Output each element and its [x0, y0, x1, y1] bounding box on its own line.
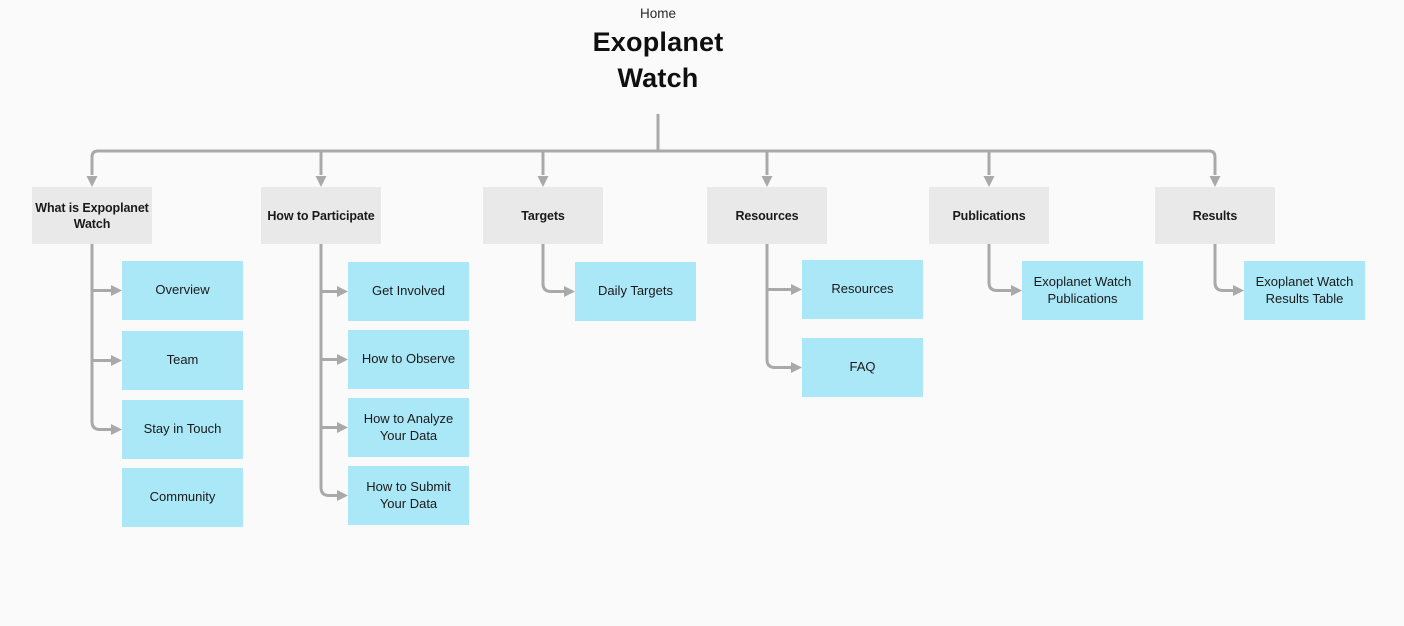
node-stay-in-touch[interactable]: Stay in Touch	[122, 400, 243, 459]
arrow-down-icon	[86, 176, 98, 187]
branch-connector-targets	[541, 244, 575, 297]
node-exoplanet-watch-results-table[interactable]: Exoplanet Watch Results Table	[1244, 261, 1365, 320]
trunk-connector	[86, 149, 1221, 187]
node-how-to-submit-your-data[interactable]: How to Submit Your Data	[348, 466, 469, 525]
node-results[interactable]: Results	[1155, 187, 1275, 244]
node-resources-page[interactable]: Resources	[802, 260, 923, 319]
arrow-right-icon	[791, 362, 802, 373]
arrow-down-icon	[537, 176, 549, 187]
node-get-involved[interactable]: Get Involved	[348, 262, 469, 321]
node-community[interactable]: Community	[122, 468, 243, 527]
arrow-down-icon	[983, 176, 995, 187]
node-targets[interactable]: Targets	[483, 187, 603, 244]
node-how-to-participate[interactable]: How to Participate	[261, 187, 381, 244]
arrow-right-icon	[1011, 285, 1022, 296]
arrow-right-icon	[337, 354, 348, 365]
branch-connector-results	[1213, 244, 1244, 296]
node-overview[interactable]: Overview	[122, 261, 243, 320]
node-home[interactable]: Home Exoplanet Watch	[593, 6, 724, 96]
node-faq[interactable]: FAQ	[802, 338, 923, 397]
arrow-right-icon	[1233, 285, 1244, 296]
home-breadcrumb: Home	[639, 6, 677, 21]
page-title: Exoplanet Watch	[593, 24, 724, 96]
node-exoplanet-watch-publications[interactable]: Exoplanet Watch Publications	[1022, 261, 1143, 320]
arrow-right-icon	[111, 424, 122, 435]
page-title-line-1: Exoplanet	[592, 27, 724, 57]
arrow-down-icon	[761, 176, 773, 187]
page-title-line-2: Watch	[617, 63, 699, 93]
arrow-right-icon	[111, 355, 122, 366]
node-publications[interactable]: Publications	[929, 187, 1049, 244]
arrow-right-icon	[337, 286, 348, 297]
arrow-right-icon	[337, 422, 348, 433]
arrow-right-icon	[337, 490, 348, 501]
branch-connector-resources	[765, 244, 802, 373]
node-daily-targets[interactable]: Daily Targets	[575, 262, 696, 321]
arrow-down-icon	[1209, 176, 1221, 187]
branch-connector-what-is-expoplanet-watch	[90, 244, 122, 435]
arrow-right-icon	[111, 285, 122, 296]
node-how-to-analyze-your-data[interactable]: How to Analyze Your Data	[348, 398, 469, 457]
branch-connector-how-to-participate	[319, 244, 348, 501]
arrow-right-icon	[791, 284, 802, 295]
node-what-is-expoplanet-watch[interactable]: What is Expoplanet Watch	[32, 187, 152, 244]
arrow-down-icon	[315, 176, 327, 187]
branch-connector-publications	[987, 244, 1022, 296]
arrow-right-icon	[564, 286, 575, 297]
node-team[interactable]: Team	[122, 331, 243, 390]
node-how-to-observe[interactable]: How to Observe	[348, 330, 469, 389]
node-resources[interactable]: Resources	[707, 187, 827, 244]
